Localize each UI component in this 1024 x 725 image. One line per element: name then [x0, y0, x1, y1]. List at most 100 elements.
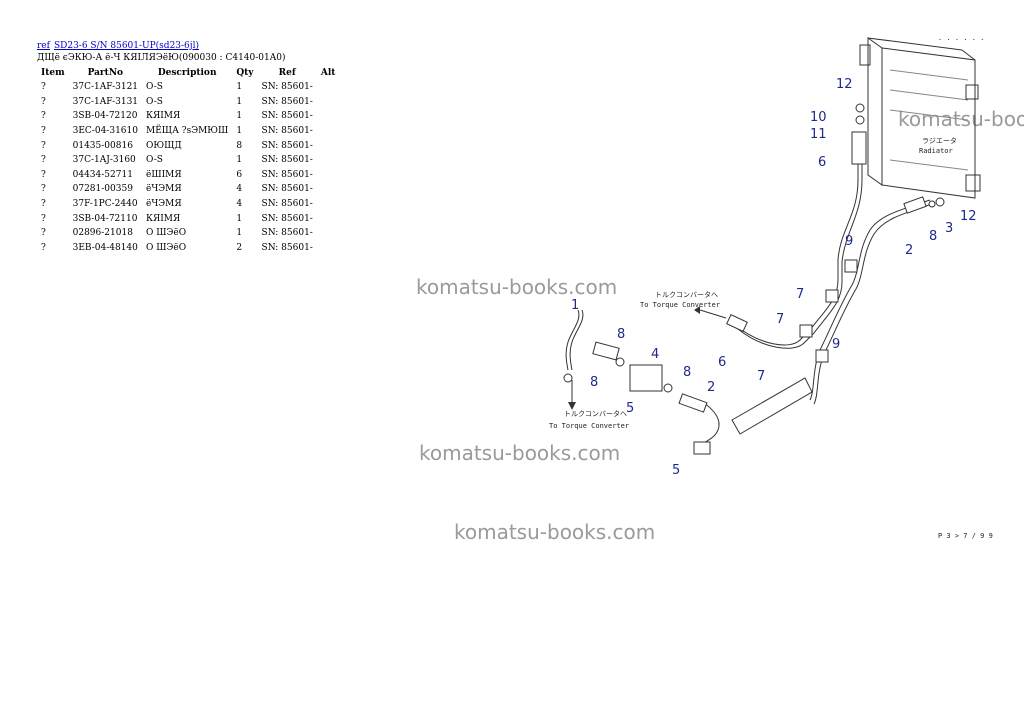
table-cell: 37C-1AF-3121: [72, 82, 139, 93]
page-code: P 3 > 7 / 9 9: [938, 532, 993, 540]
parts-diagram: ラジエータ Radiator . . . . . . トルクコン: [549, 34, 993, 540]
table-cell: O-S: [146, 155, 163, 166]
table-cell: ?: [41, 169, 46, 180]
callout: 5: [626, 401, 634, 416]
table-cell: SN: 85601-: [261, 213, 313, 224]
table-cell: 4: [236, 184, 243, 195]
table-cell: ?: [41, 155, 46, 166]
table-cell: SN: 85601-: [261, 126, 313, 137]
table-cell: 07281-00359: [72, 184, 133, 195]
table-row: ? 07281-00359 ёЧЭМЯ 4 SN: 85601-: [37, 182, 339, 197]
col-description: Description: [157, 68, 217, 78]
table-cell: ?: [41, 184, 46, 195]
table-cell: SN: 85601-: [261, 140, 313, 151]
table-cell: SN: 85601-: [261, 184, 313, 195]
table-cell: [317, 168, 340, 183]
table-cell: ?: [41, 111, 46, 122]
callout: 6: [718, 355, 726, 370]
table-cell: [317, 197, 340, 212]
table-cell: ?: [41, 228, 46, 239]
table-cell: КЯІМЯ: [146, 213, 181, 224]
table-cell: 04434-52711: [72, 169, 133, 180]
callout: 12: [960, 209, 977, 224]
table-cell: [317, 95, 340, 110]
model-link[interactable]: SD23-6 S/N 85601-UP(sd23-6jl): [53, 41, 199, 51]
callout: 8: [590, 375, 598, 390]
table-cell: 37C-1AF-3131: [72, 96, 139, 107]
callout: 7: [796, 287, 804, 302]
table-cell: ?: [41, 126, 46, 137]
table-cell: ёЧЭМЯ: [146, 184, 182, 195]
table-cell: О ШЭёО: [146, 228, 187, 239]
col-item: Item: [41, 68, 65, 78]
table-cell: [317, 241, 340, 256]
table-cell: ?: [41, 242, 46, 253]
callout: 7: [757, 369, 765, 384]
table-cell: 37F-1PC-2440: [72, 199, 138, 210]
table-cell: ?: [41, 199, 46, 210]
callout: 4: [651, 347, 659, 362]
table-cell: 4: [236, 199, 243, 210]
col-partno: PartNo: [87, 68, 124, 78]
col-ref: Ref: [278, 68, 296, 78]
table-cell: 1: [236, 96, 243, 107]
table-cell: SN: 85601-: [261, 155, 313, 166]
table-cell: [317, 124, 340, 139]
converter-label-jp-bottom: トルクコンバータへ: [564, 409, 627, 418]
callout: 11: [810, 127, 827, 142]
table-cell: [317, 109, 340, 124]
table-cell: SN: 85601-: [261, 111, 313, 122]
table-cell: МЁЩА ?ѕЭМЮШ: [146, 126, 229, 137]
callout: 9: [832, 337, 840, 352]
table-cell: SN: 85601-: [261, 242, 313, 253]
table-cell: ?: [41, 82, 46, 93]
table-header-row: Item PartNo Description Qty Ref Alt: [37, 66, 339, 80]
corner-code: . . . . . .: [938, 34, 984, 42]
callout: 10: [810, 110, 827, 125]
table-cell: [317, 211, 340, 226]
table-cell: 1: [236, 213, 243, 224]
table-cell: 02896-21018: [72, 228, 133, 239]
page-subtitle: ДЩё єЭКЮ-А ё-Ч КЯІЛЯЭёЮ(090030 : C4140-0…: [37, 53, 286, 63]
radiator-label-jp: ラジエータ: [922, 136, 957, 145]
table-cell: 2: [236, 242, 243, 253]
converter-label-en-bottom: To Torque Converter: [549, 422, 629, 430]
col-qty: Qty: [236, 68, 254, 78]
converter-label-jp-top: トルクコンバータへ: [655, 290, 718, 299]
table-cell: SN: 85601-: [261, 169, 313, 180]
table-cell: 3EC-04-31610: [72, 126, 138, 137]
parts-table: Item PartNo Description Qty Ref Alt ?37C…: [37, 66, 339, 255]
watermark: komatsu-books.com: [419, 441, 621, 465]
table-cell: 1: [236, 228, 243, 239]
callout: 2: [707, 380, 715, 395]
table-cell: SN: 85601-: [261, 82, 313, 93]
ref-link[interactable]: ref: [37, 41, 50, 51]
callout: 6: [818, 155, 826, 170]
fittings: [563, 103, 945, 455]
callout: 5: [672, 463, 680, 478]
callout: 8: [683, 365, 691, 380]
table-cell: ОЮЩД: [146, 140, 182, 151]
table-cell: [317, 182, 340, 197]
table-cell: 1: [236, 82, 243, 93]
table-cell: О ШЭёО: [146, 242, 187, 253]
table-cell: КЯІМЯ: [146, 111, 181, 122]
table-cell: ?: [41, 213, 46, 224]
table-cell: 8: [236, 140, 243, 151]
table-cell: 6: [236, 169, 243, 180]
table-cell: 3SB-04-72120: [72, 111, 138, 122]
table-cell: ?: [41, 140, 46, 151]
callout: 8: [929, 229, 937, 244]
table-cell: 37C-1AJ-3160: [72, 155, 136, 166]
